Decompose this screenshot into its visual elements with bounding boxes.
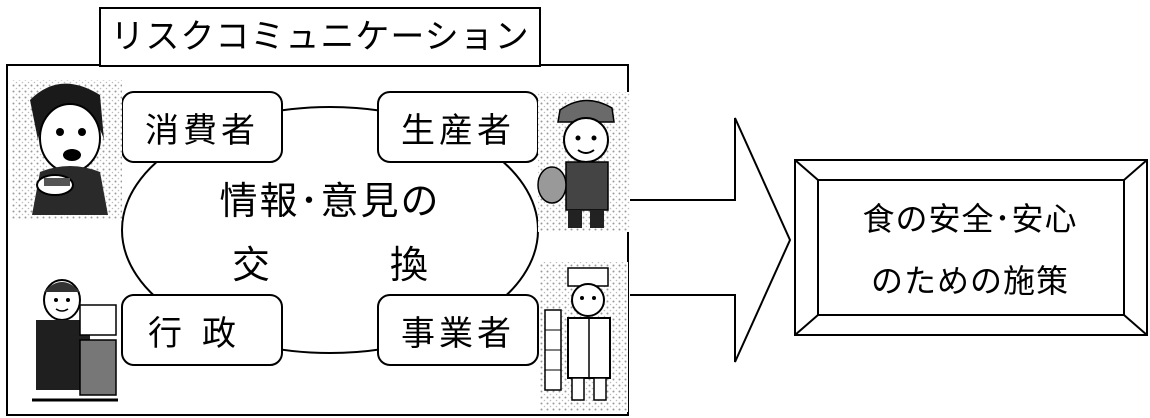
exchange-label-line2: 交換: [232, 243, 549, 287]
woman-eating-icon: [12, 80, 122, 220]
business-box: [377, 294, 539, 366]
stakeholder-business: 事業者: [401, 313, 515, 354]
result-box: [794, 159, 1148, 336]
diagram-title: リスクコミュニケーション: [110, 17, 530, 57]
stakeholder-consumer: 消費者: [145, 110, 259, 151]
result-label-line2: のための施策: [870, 262, 1069, 300]
result-label-line1: 食の安全･安心: [862, 200, 1078, 238]
farmer-icon: [537, 92, 630, 232]
exchange-label-line1: 情報･意見の: [219, 179, 441, 223]
administration-box: [121, 294, 283, 366]
title-box: [99, 7, 541, 67]
right-arrow-icon: [630, 117, 792, 363]
food-worker-icon: [540, 262, 628, 412]
stakeholder-producer: 生産者: [401, 110, 515, 151]
official-at-desk-icon: [28, 275, 120, 405]
stakeholder-administration: 行政: [148, 313, 256, 354]
